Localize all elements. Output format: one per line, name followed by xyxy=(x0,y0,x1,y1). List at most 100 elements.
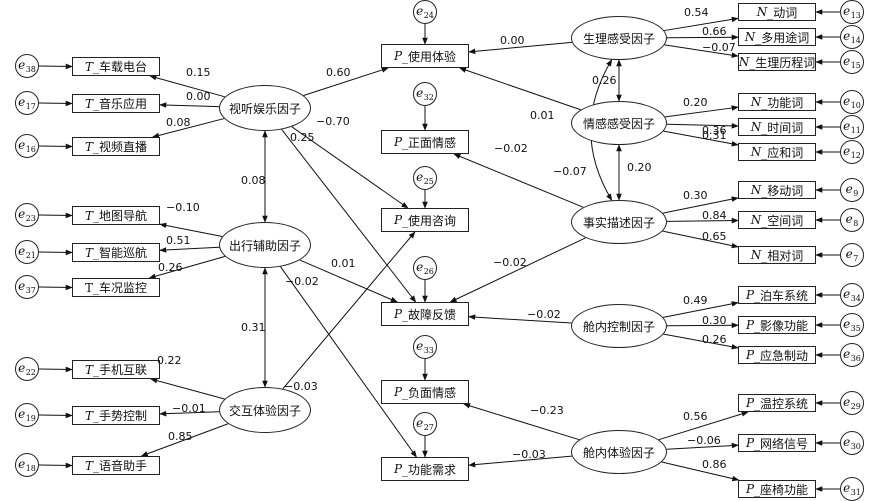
indicator-label: _网络信号 xyxy=(754,435,808,452)
error-symbol: e7 xyxy=(846,247,859,263)
indicator-prefix: P xyxy=(746,396,754,410)
error-index: 19 xyxy=(26,414,36,423)
latent-factor-f1: 视听娱乐因子 xyxy=(219,85,311,131)
error-term-circle: e19 xyxy=(15,403,39,427)
error-symbol: e24 xyxy=(416,4,434,20)
error-symbol: e37 xyxy=(18,279,36,295)
indicator-prefix: N xyxy=(751,120,762,134)
error-term-circle: e9 xyxy=(840,178,864,202)
indicator-prefix: T xyxy=(85,97,93,111)
error-term-circle: e23 xyxy=(15,203,39,227)
error-term-circle: e36 xyxy=(840,343,864,367)
error-index: 35 xyxy=(851,324,861,333)
indicator-prefix: P xyxy=(394,307,402,321)
indicator-prefix: P xyxy=(394,385,402,399)
path-coefficient: −0.02 xyxy=(493,257,527,268)
error-term-circle: e32 xyxy=(413,82,437,106)
indicator-prefix: N xyxy=(757,5,768,19)
indicator-label: _多用途词 xyxy=(755,29,809,46)
path-coefficient: −0.02 xyxy=(527,309,561,320)
error-index: 24 xyxy=(424,11,434,20)
error-term-circle: e21 xyxy=(15,240,39,264)
error-symbol: e13 xyxy=(843,4,861,20)
indicator-label: _手机互联 xyxy=(93,361,147,378)
indicator-prefix: N xyxy=(751,95,762,109)
error-index: 7 xyxy=(853,254,858,263)
error-index: 38 xyxy=(26,65,36,74)
error-term-circle: e15 xyxy=(840,50,864,74)
error-symbol: e10 xyxy=(843,94,861,110)
indicator-label: _影像功能 xyxy=(754,317,808,334)
indicator-prefix: P xyxy=(394,213,402,227)
indicator-label: _地图导航 xyxy=(93,207,147,224)
error-index: 21 xyxy=(26,251,36,260)
indicator-prefix: T xyxy=(85,363,93,377)
indicator-p1: P_使用体验 xyxy=(381,44,469,68)
indicator-label: _温控系统 xyxy=(754,395,808,412)
error-term-circle: e22 xyxy=(15,357,39,381)
latent-factor-f5: 情感感受因子 xyxy=(571,101,667,145)
error-term-circle: e7 xyxy=(840,243,864,267)
indicator-t9: T_语音助手 xyxy=(72,456,160,475)
indicator-n5: N_时间词 xyxy=(738,118,816,136)
latent-factor-f6: 事实描述因子 xyxy=(571,200,667,244)
error-index: 11 xyxy=(851,126,861,135)
error-index: 14 xyxy=(851,36,861,45)
indicator-label: _动词 xyxy=(767,4,797,21)
indicator-prefix: P xyxy=(394,49,402,63)
path-coefficient: 0.08 xyxy=(241,175,266,186)
path-coefficient: 0.56 xyxy=(683,411,708,422)
error-symbol: e32 xyxy=(416,86,434,102)
path-coefficient: 0.60 xyxy=(326,67,351,78)
indicator-t3: T_视频直播 xyxy=(72,137,160,156)
latent-factor-f7: 舱内控制因子 xyxy=(571,304,667,348)
path-coefficient: 0.30 xyxy=(702,315,727,326)
latent-factor-f4: 生理感受因子 xyxy=(571,16,667,60)
path-coefficient: 0.20 xyxy=(627,162,652,173)
path-coefficient: 0.00 xyxy=(186,91,211,102)
indicator-label: _使用咨询 xyxy=(402,212,456,229)
error-term-circle: e26 xyxy=(413,256,437,280)
error-term-circle: e38 xyxy=(15,54,39,78)
error-index: 13 xyxy=(851,11,861,20)
error-index: 33 xyxy=(424,346,434,355)
error-symbol: e19 xyxy=(18,407,36,423)
error-symbol: e29 xyxy=(843,395,861,411)
error-index: 12 xyxy=(851,151,861,160)
indicator-prefix: T xyxy=(85,246,93,260)
path-coefficient: 0.15 xyxy=(186,67,211,78)
error-term-circle: e16 xyxy=(15,134,39,158)
path-coefficient: −0.03 xyxy=(284,381,318,392)
error-term-circle: e34 xyxy=(840,283,864,307)
indicator-label: _智能巡航 xyxy=(93,244,147,261)
path-coefficient: −0.23 xyxy=(530,405,564,416)
error-index: 18 xyxy=(26,464,36,473)
error-index: 16 xyxy=(26,145,36,154)
indicator-n4: N_功能词 xyxy=(738,93,816,111)
latent-factor-f2: 出行辅助因子 xyxy=(219,222,311,268)
indicator-t5: T_智能巡航 xyxy=(72,243,160,262)
indicator-t1: T_车载电台 xyxy=(72,57,160,76)
error-symbol: e34 xyxy=(843,287,861,303)
indicator-n6: N_应和词 xyxy=(738,143,816,161)
path-coefficient: 0.65 xyxy=(702,231,727,242)
error-term-circle: e31 xyxy=(840,477,864,501)
indicator-prefix: N xyxy=(739,55,750,69)
latent-factor-f8: 舱内体验因子 xyxy=(571,430,667,474)
path-coefficient: 0.22 xyxy=(157,355,182,366)
path-coefficient: 0.20 xyxy=(683,97,708,108)
path-coefficient: −0.06 xyxy=(687,435,721,446)
indicator-r2: P_影像功能 xyxy=(738,316,816,334)
error-term-circle: e13 xyxy=(840,0,864,24)
error-symbol: e26 xyxy=(416,260,434,276)
indicator-t7: T_手机互联 xyxy=(72,360,160,379)
indicator-label: _音乐应用 xyxy=(93,95,147,112)
error-index: 17 xyxy=(26,102,36,111)
error-index: 22 xyxy=(26,368,36,377)
path-coefficient: 0.51 xyxy=(166,235,191,246)
indicator-p2: P_正面情感 xyxy=(381,130,469,154)
error-index: 34 xyxy=(851,294,861,303)
error-term-circle: e14 xyxy=(840,25,864,49)
error-symbol: e9 xyxy=(846,182,859,198)
error-index: 32 xyxy=(424,93,434,102)
